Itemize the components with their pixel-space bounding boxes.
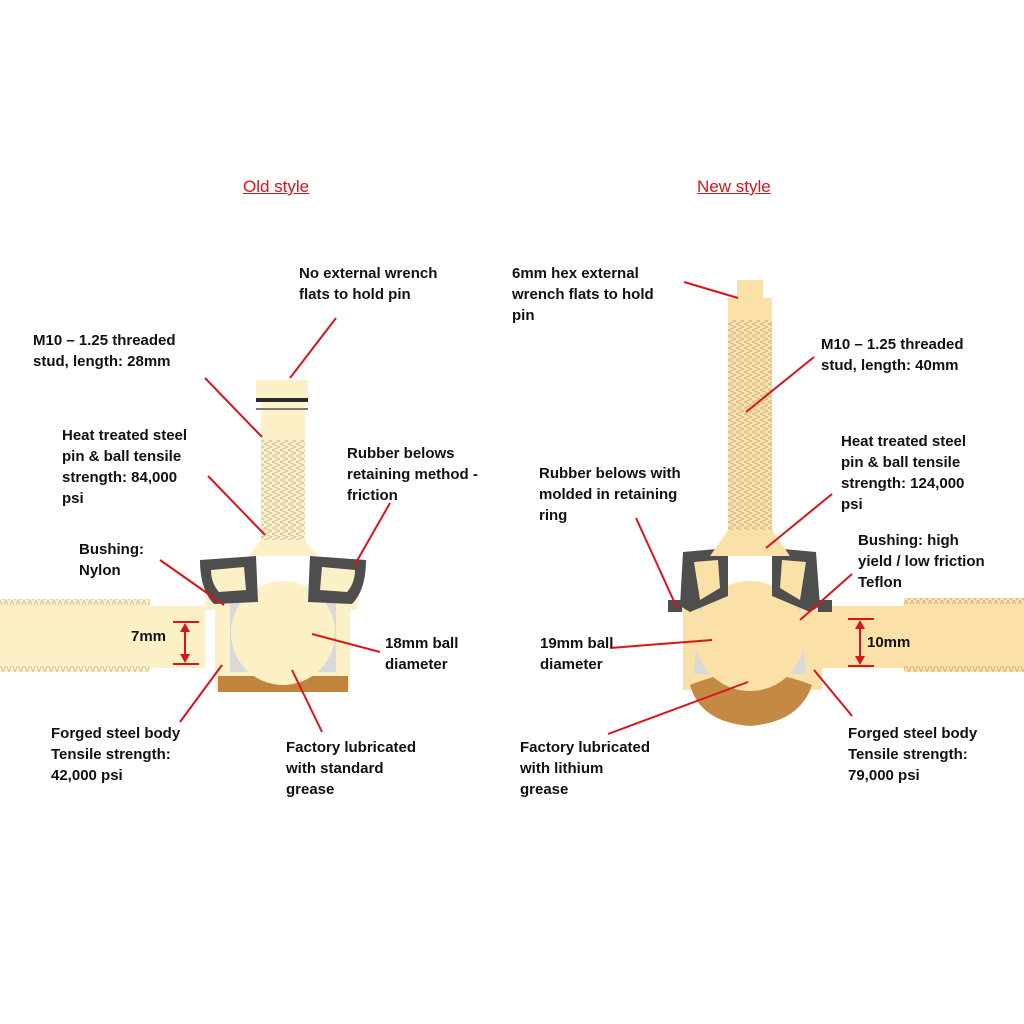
new-grease-callout: Factory lubricated with lithium grease (520, 739, 651, 798)
old-rubber-boot (200, 556, 366, 604)
new-rubber-boot-callout: Rubber belows with molded in retaining r… (539, 465, 681, 524)
old-style-assembly (0, 380, 366, 692)
old-rubber-boot-callout: Rubber belows retaining method - frictio… (347, 445, 478, 504)
new-leader-lines (607, 281, 853, 735)
old-grease-callout: Factory lubricated with standard grease (286, 739, 417, 798)
old-forged-body-callout: Forged steel body Tensile strength: 42,0… (51, 725, 181, 784)
new-grease-dome (690, 672, 812, 726)
new-style-assembly (668, 280, 1024, 726)
new-stud-callout: M10 – 1.25 threaded stud, length: 40mm (821, 336, 964, 374)
new-dimension-label: 10mm (867, 634, 911, 651)
new-wrench-flats-callout: 6mm hex external wrench flats to hold pi… (512, 265, 654, 324)
old-ball (231, 581, 335, 685)
old-dimension-label: 7mm (131, 628, 167, 645)
old-dimension-arrow (173, 621, 199, 665)
new-ball (695, 581, 805, 691)
new-stud (710, 280, 790, 556)
new-rubber-boot (668, 548, 832, 612)
old-leader-lines (159, 317, 391, 733)
old-side-tube (0, 599, 205, 672)
new-style-title: New style (697, 177, 771, 196)
old-heat-treated-callout: Heat treated steel pin & ball tensile st… (62, 427, 188, 507)
old-stud-callout: M10 – 1.25 threaded stud, length: 28mm (33, 332, 176, 370)
old-ball-diameter-callout: 18mm ball diameter (385, 635, 459, 673)
new-side-tube (820, 598, 1024, 672)
old-style-title: Old style (243, 177, 310, 196)
old-wrench-flats-callout: No external wrench flats to hold pin (299, 265, 438, 303)
new-forged-body-callout: Forged steel body Tensile strength: 79,0… (848, 725, 978, 784)
new-bushing-callout: Bushing: high yield / low friction Teflo… (858, 532, 985, 591)
old-stud (248, 380, 318, 556)
old-bushing-callout: Bushing: Nylon (79, 541, 144, 579)
new-dimension-arrow (848, 618, 874, 667)
new-heat-treated-callout: Heat treated steel pin & ball tensile st… (841, 433, 967, 513)
new-ball-diameter-callout: 19mm ball diameter (540, 635, 614, 673)
